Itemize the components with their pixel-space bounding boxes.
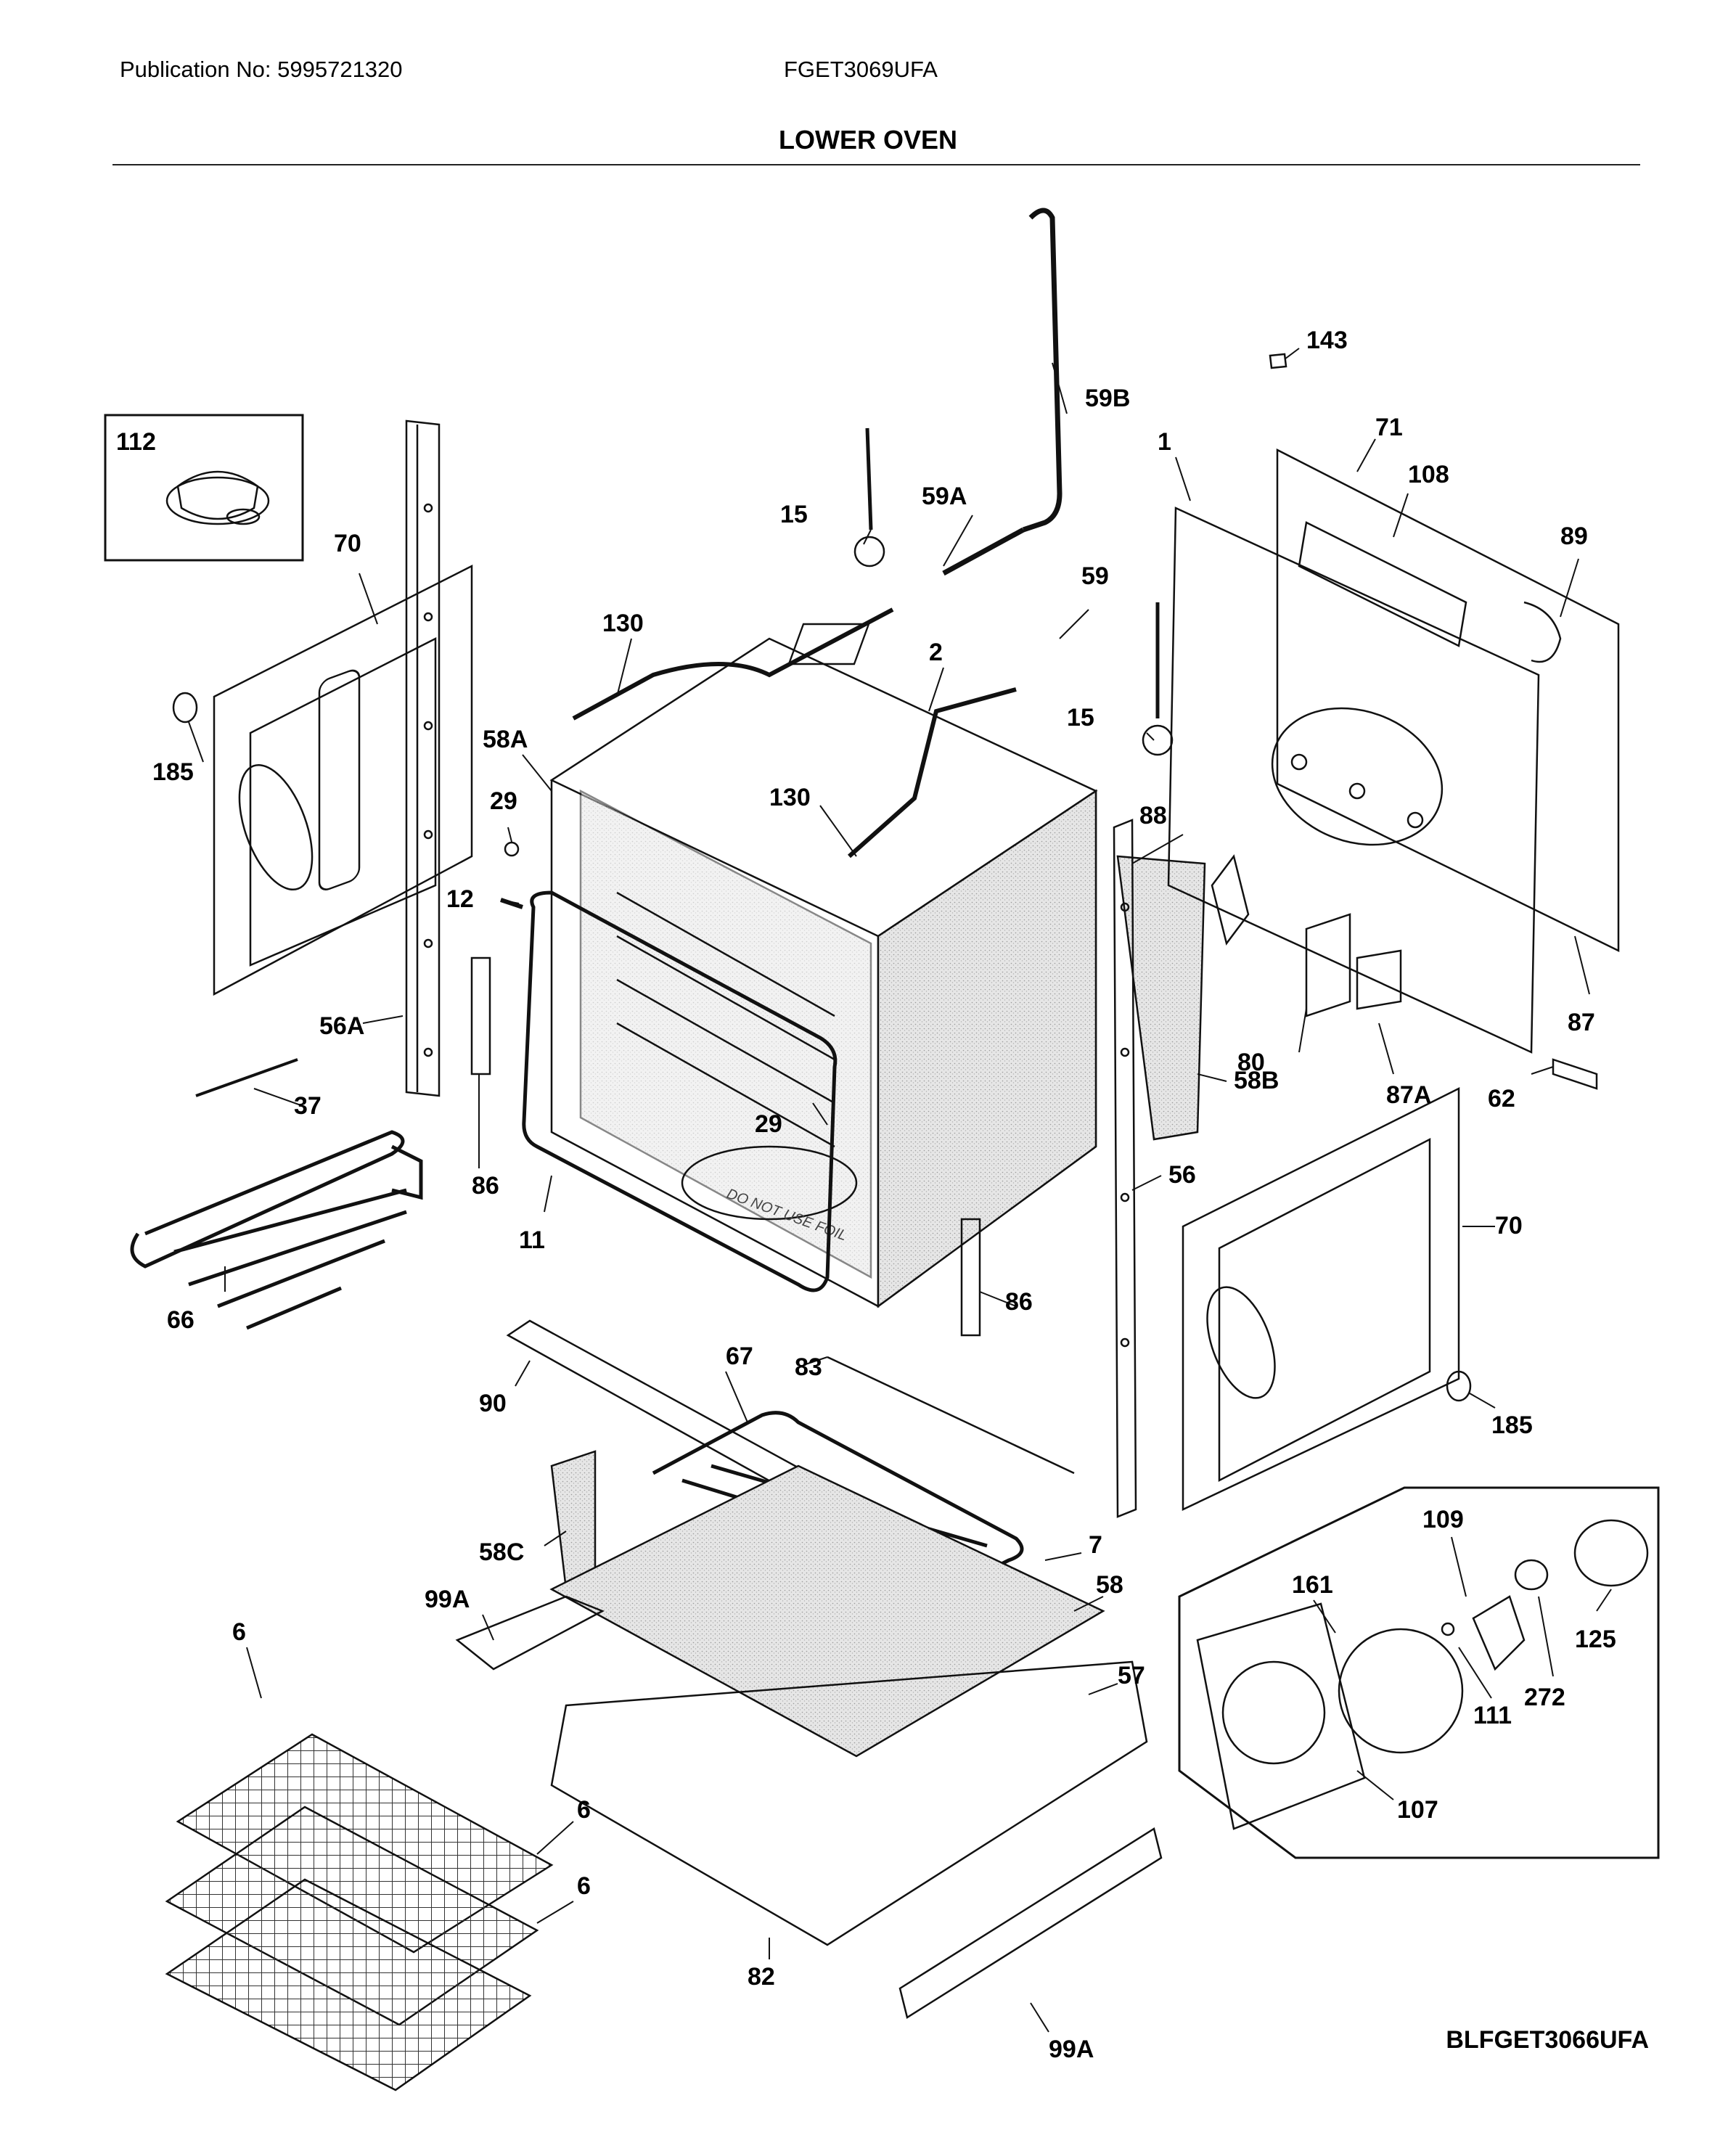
callout-37: 37 bbox=[294, 1092, 322, 1120]
header-divider bbox=[112, 164, 1640, 165]
callout-29-lower: 29 bbox=[755, 1110, 782, 1138]
callout-89: 89 bbox=[1560, 523, 1588, 550]
callout-58: 58 bbox=[1096, 1571, 1123, 1599]
inset-convection-fan bbox=[1178, 1486, 1660, 1859]
callout-88: 88 bbox=[1139, 802, 1167, 829]
callout-58b: 58B bbox=[1234, 1067, 1279, 1094]
callout-67: 67 bbox=[726, 1343, 753, 1370]
callout-185-right: 185 bbox=[1491, 1411, 1533, 1439]
vent-tube bbox=[787, 208, 1063, 665]
callout-109: 109 bbox=[1422, 1506, 1464, 1533]
top-rods bbox=[572, 607, 1017, 858]
insulation-front bbox=[550, 1450, 597, 1591]
callout-2: 2 bbox=[929, 639, 943, 666]
callout-107: 107 bbox=[1397, 1796, 1438, 1824]
callout-99a: 99A bbox=[425, 1586, 470, 1613]
callout-86-lower: 86 bbox=[1005, 1288, 1033, 1316]
light-assemblies bbox=[853, 427, 1174, 756]
oven-racks bbox=[165, 1733, 554, 2091]
callout-112: 112 bbox=[116, 428, 156, 456]
screw bbox=[504, 841, 520, 857]
callout-86: 86 bbox=[472, 1172, 499, 1200]
oven-cavity bbox=[549, 637, 1098, 1308]
callout-15-lower: 15 bbox=[1067, 704, 1094, 732]
side-rail-left bbox=[455, 1595, 605, 1671]
left-side-panel bbox=[213, 564, 473, 996]
callout-59b: 59B bbox=[1085, 385, 1130, 412]
model-number: FGET3069UFA bbox=[784, 57, 938, 82]
rear-panel-assembly bbox=[1167, 448, 1620, 1054]
callout-62: 62 bbox=[1488, 1085, 1515, 1112]
callout-56: 56 bbox=[1168, 1161, 1196, 1189]
callout-57: 57 bbox=[1118, 1662, 1145, 1689]
side-rail-right bbox=[898, 1827, 1163, 2019]
insulation-bottom bbox=[549, 1464, 1105, 1758]
callout-59a: 59A bbox=[922, 483, 967, 510]
callout-111: 111 bbox=[1473, 1702, 1512, 1729]
callout-125: 125 bbox=[1575, 1626, 1616, 1653]
callout-70-right: 70 bbox=[1495, 1212, 1523, 1239]
bottom-frame bbox=[550, 1660, 1148, 1946]
temperature-sensor bbox=[195, 1058, 298, 1097]
callout-70: 70 bbox=[334, 530, 361, 557]
callout-90: 90 bbox=[479, 1390, 507, 1417]
callout-87: 87 bbox=[1568, 1009, 1595, 1036]
callout-87a: 87A bbox=[1386, 1081, 1431, 1109]
broil-element bbox=[130, 1130, 423, 1330]
callout-12: 12 bbox=[446, 885, 474, 913]
callout-59: 59 bbox=[1081, 562, 1109, 590]
hinge-receivers bbox=[1211, 854, 1402, 1017]
element-bracket bbox=[827, 1356, 1075, 1475]
callout-leaders bbox=[188, 348, 1612, 2033]
callout-161: 161 bbox=[1292, 1571, 1333, 1599]
callout-58a: 58A bbox=[483, 726, 528, 753]
terminal-block bbox=[1552, 1058, 1598, 1090]
callout-83: 83 bbox=[795, 1353, 822, 1381]
callout-143: 143 bbox=[1306, 327, 1348, 354]
callout-7: 7 bbox=[1089, 1531, 1102, 1559]
inset-thermal-cutoff bbox=[104, 414, 304, 562]
callout-6-top: 6 bbox=[232, 1618, 246, 1646]
callout-29: 29 bbox=[490, 787, 517, 815]
drawing-code: BLFGET3066UFA bbox=[1446, 2026, 1649, 2054]
plug-left bbox=[172, 692, 198, 724]
callout-130: 130 bbox=[602, 610, 644, 637]
right-side-panel bbox=[1182, 1086, 1460, 1511]
callout-58c: 58C bbox=[479, 1538, 524, 1566]
callout-56a: 56A bbox=[319, 1012, 364, 1040]
door-gasket bbox=[522, 890, 838, 1292]
insulation-side bbox=[1116, 855, 1206, 1141]
callout-11: 11 bbox=[519, 1226, 545, 1254]
callout-6-middle: 6 bbox=[577, 1796, 591, 1824]
front-frame-rail-left bbox=[405, 419, 441, 1097]
callout-71: 71 bbox=[1375, 414, 1403, 441]
callout-185: 185 bbox=[152, 758, 194, 786]
hinge-left bbox=[470, 956, 491, 1075]
callout-99a-lower: 99A bbox=[1049, 2036, 1094, 2063]
callout-272: 272 bbox=[1524, 1684, 1565, 1711]
callout-6-bottom: 6 bbox=[577, 1872, 591, 1900]
clip bbox=[1269, 353, 1287, 369]
callout-130-lower: 130 bbox=[769, 784, 811, 811]
callout-66: 66 bbox=[167, 1306, 195, 1334]
callout-1: 1 bbox=[1158, 428, 1171, 456]
section-title: LOWER OVEN bbox=[778, 125, 957, 155]
plug-right bbox=[1446, 1370, 1472, 1402]
callout-108: 108 bbox=[1408, 461, 1449, 488]
publication-number: Publication No: 5995721320 bbox=[120, 57, 403, 82]
callout-82: 82 bbox=[748, 1963, 775, 1991]
hinge-right bbox=[960, 1218, 981, 1337]
front-frame-rail-right bbox=[1113, 819, 1137, 1518]
callout-80: 80 bbox=[1237, 1049, 1265, 1076]
callout-15: 15 bbox=[780, 501, 808, 528]
